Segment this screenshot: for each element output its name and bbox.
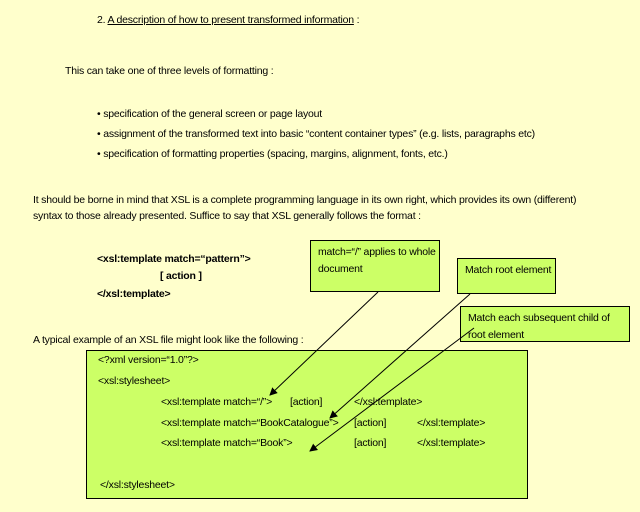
bullet-item: • specification of the general screen or… bbox=[97, 108, 323, 120]
format-close-tag: </xsl:template> bbox=[97, 288, 171, 300]
template-book-close: </xsl:template> bbox=[417, 437, 486, 449]
bullet-item: • assignment of the transformed text int… bbox=[97, 128, 535, 140]
template-book-action: [action] bbox=[354, 437, 387, 449]
example-intro: A typical example of an XSL file might l… bbox=[33, 334, 304, 346]
bullet-text: assignment of the transformed text into … bbox=[103, 128, 535, 140]
callout-child-elements: Match each subsequent child of root elem… bbox=[460, 306, 630, 342]
format-action: [ action ] bbox=[160, 270, 202, 282]
template-root-action: [action] bbox=[290, 396, 323, 408]
code-example-box: <?xml version=“1.0”?> <xsl:stylesheet> <… bbox=[86, 350, 528, 499]
heading-suffix: : bbox=[356, 14, 360, 26]
bullet-text: specification of formatting properties (… bbox=[103, 148, 448, 160]
template-bookcatalogue: <xsl:template match=“BookCatalogue”> bbox=[161, 417, 339, 429]
bullet-item: • specification of formatting properties… bbox=[97, 148, 448, 160]
bullet-text: specification of the general screen or p… bbox=[103, 108, 323, 120]
callout-root-element: Match root element bbox=[457, 258, 556, 294]
paragraph-line: It should be borne in mind that XSL is a… bbox=[33, 194, 577, 206]
heading-title: A description of how to present transfor… bbox=[107, 14, 355, 26]
xml-declaration: <?xml version=“1.0”?> bbox=[98, 354, 199, 366]
intro-text: This can take one of three levels of for… bbox=[65, 65, 274, 77]
paragraph-line: syntax to those already presented. Suffi… bbox=[33, 210, 421, 222]
stylesheet-close-tag: </xsl:stylesheet> bbox=[100, 479, 175, 491]
template-root-close: </xsl:template> bbox=[354, 396, 423, 408]
template-root: <xsl:template match=“/”> bbox=[161, 396, 273, 408]
callout-document: match=“/” applies to whole document bbox=[310, 240, 440, 292]
template-book: <xsl:template match=“Book”> bbox=[161, 437, 293, 449]
template-bookcatalogue-close: </xsl:template> bbox=[417, 417, 486, 429]
format-open-tag: <xsl:template match=“pattern”> bbox=[97, 253, 251, 265]
section-heading: 2. A description of how to present trans… bbox=[97, 14, 360, 26]
template-bookcatalogue-action: [action] bbox=[354, 417, 387, 429]
heading-number: 2. bbox=[97, 14, 106, 26]
stylesheet-open-tag: <xsl:stylesheet> bbox=[98, 375, 171, 387]
